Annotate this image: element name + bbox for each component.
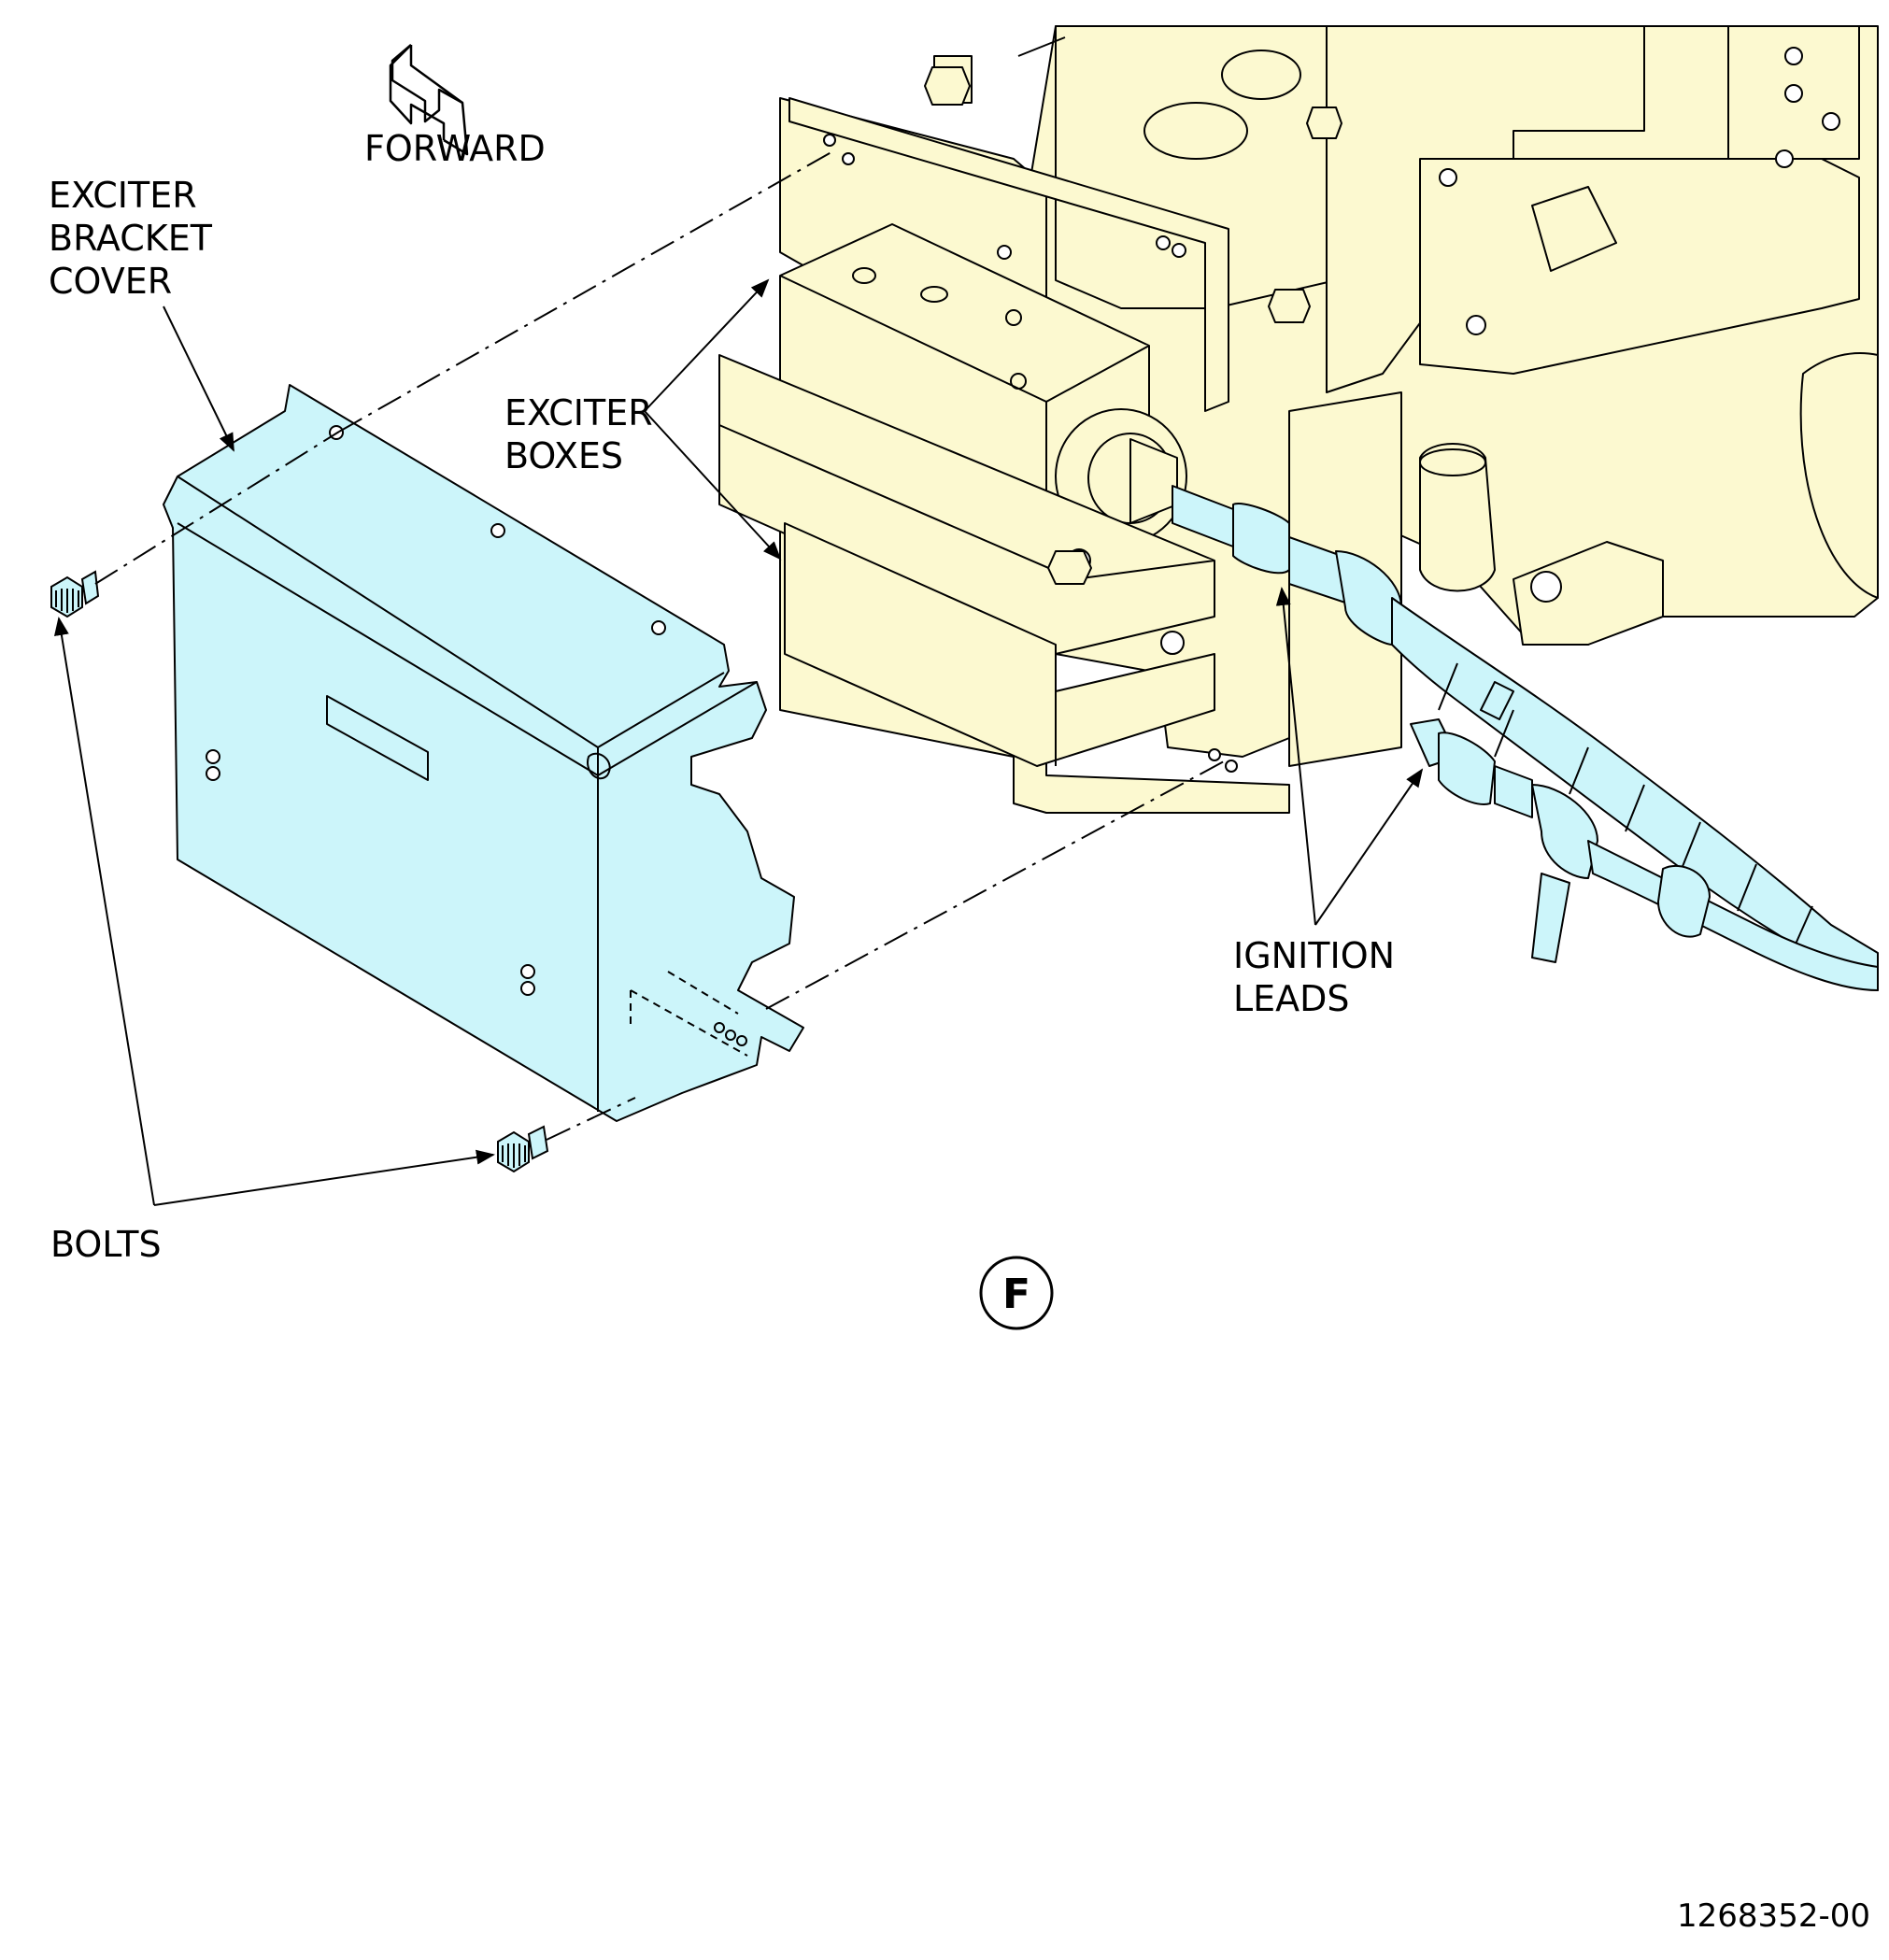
alignment-lines [94,149,1225,1141]
ignition-leads-label-line1: IGNITION [1233,935,1395,976]
bolts-label: BOLTS [50,1224,162,1265]
exciter-bracket-cover [163,384,804,1122]
exciter-boxes-label-line1: EXCITER [504,392,653,433]
engine-assembly [718,25,1879,814]
ignition-lead-lower [1410,718,1879,991]
bolt-upper [50,570,100,618]
exciter-bracket-cover-label-line2: BRACKET [49,218,213,259]
forward-label: FORWARD [364,128,546,169]
leader-lines [53,278,1424,1206]
forward-arrow-icon [389,44,469,156]
exciter-bracket-cover-label-line1: EXCITER [49,175,197,216]
exciter-bracket-cover-label-line3: COVER [49,261,172,302]
view-marker: F [979,1256,1054,1330]
bolt-lower [497,1125,549,1173]
ignition-leads-label-line2: LEADS [1233,978,1350,1019]
exciter-boxes-label-line2: BOXES [504,435,623,476]
ignition-lead-upper [1172,485,1879,991]
view-marker-letter: F [1002,1271,1030,1318]
figure-number: 1268352-00 [1677,1897,1870,1935]
